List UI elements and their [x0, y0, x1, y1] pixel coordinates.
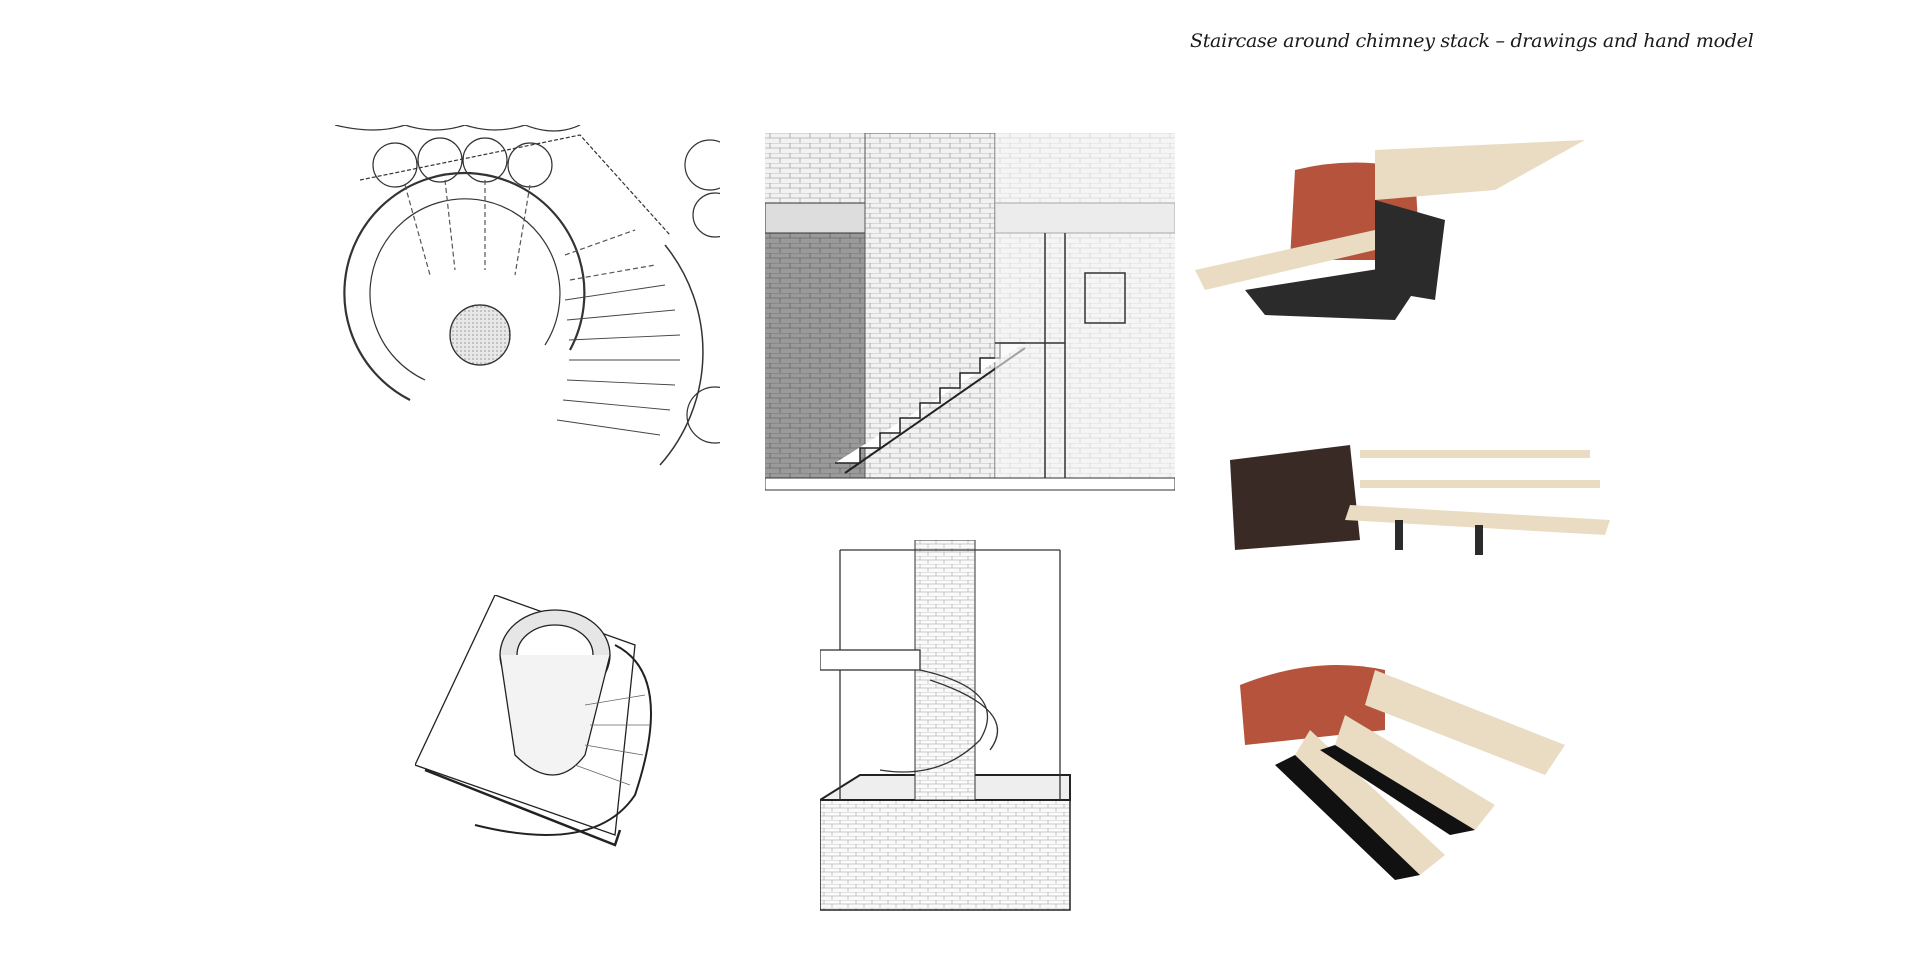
brick-section-drawing-icon: [765, 133, 1175, 491]
stair-plan-drawing-icon: [335, 125, 720, 466]
model-photo-icon: [1195, 140, 1585, 320]
axonometric-frame-icon: [820, 540, 1071, 911]
page-title: Staircase around chimney stack – drawing…: [1190, 30, 1754, 52]
axonometric-spiral-icon: [415, 595, 652, 847]
hand-model-photo-2: [1230, 440, 1620, 560]
axonometric-frame-drawing: [820, 540, 1080, 920]
hand-model-photo-3: [1235, 655, 1575, 885]
model-photo-icon: [1230, 445, 1610, 555]
hand-model-photo-1: [1195, 140, 1585, 320]
axonometric-spiral-drawing: [415, 595, 695, 865]
brick-section-drawing: [765, 133, 1175, 493]
model-photo-icon: [1240, 665, 1565, 880]
stair-plan-drawing: [335, 125, 720, 470]
